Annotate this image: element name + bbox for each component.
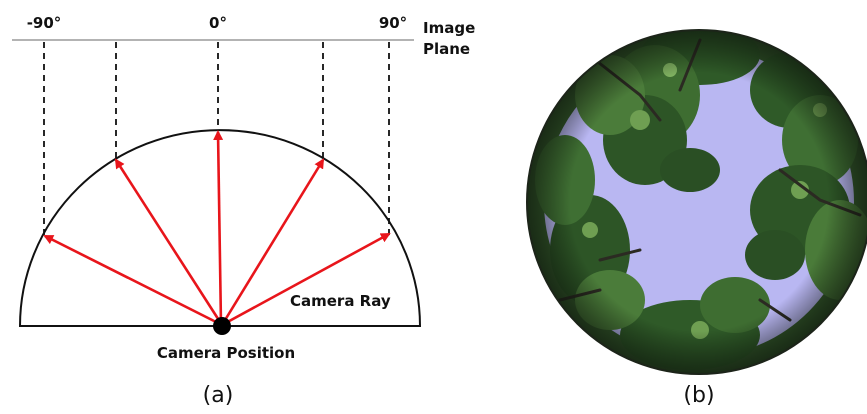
camera-position-label: Camera Position (157, 344, 295, 362)
camera-ray-0 (213, 130, 224, 326)
caption-a: (a) (203, 383, 234, 408)
camera-position-dot (213, 317, 231, 335)
angle-label-0: 0° (209, 14, 227, 32)
camera-ray-minus-35 (114, 158, 224, 326)
angle-label-90: 90° (379, 14, 407, 32)
camera-rays (43, 130, 391, 327)
projection-lines (43, 42, 390, 237)
image-plane-label-line1: Image (423, 19, 475, 37)
caption-b: (b) (683, 383, 714, 408)
camera-model-diagram: -90° 0° 90° Image Plane Camera Ray Camer… (12, 14, 475, 362)
camera-ray-70 (221, 232, 391, 327)
camera-ray-35 (220, 158, 325, 326)
fisheye-photo (527, 30, 867, 374)
image-plane-label-line2: Plane (423, 40, 470, 58)
camera-ray-label: Camera Ray (290, 292, 391, 310)
fisheye-border (526, 29, 867, 375)
angle-label-minus-90: -90° (27, 14, 62, 32)
hemisphere-outline (18, 129, 422, 327)
camera-ray-minus-70 (43, 234, 223, 327)
